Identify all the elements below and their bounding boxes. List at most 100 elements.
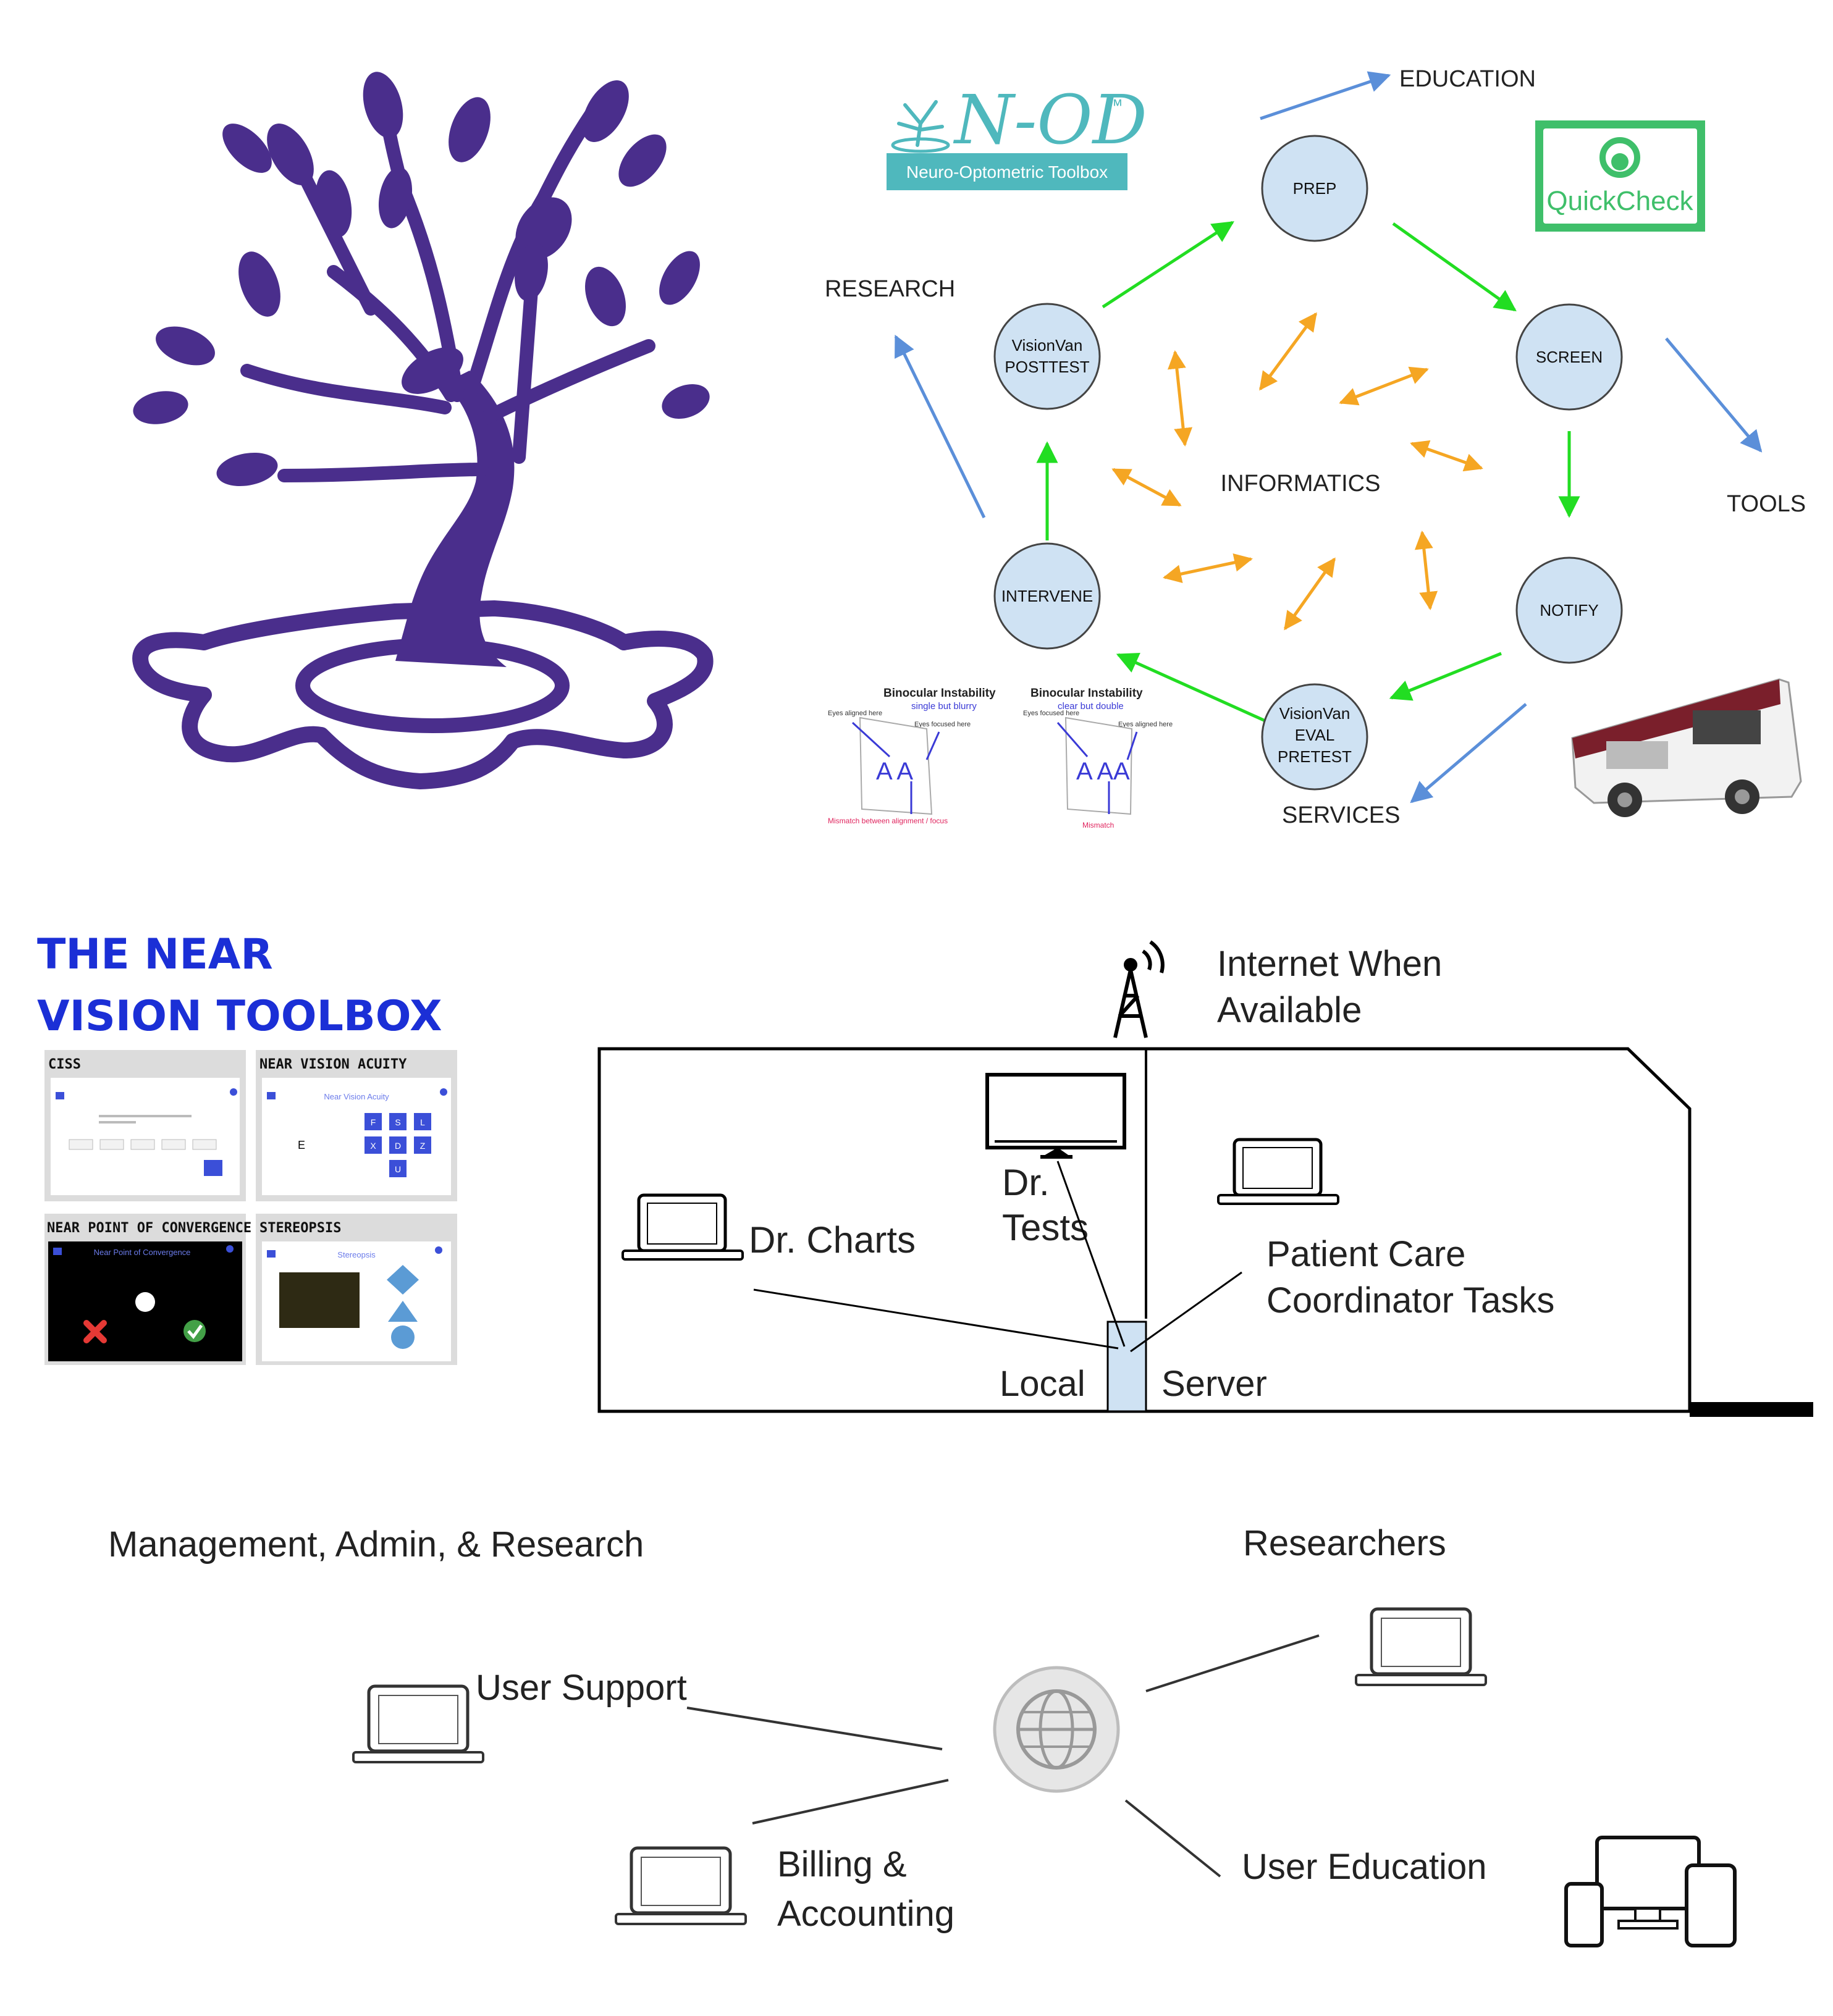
binocular-letters: A A [876, 758, 913, 785]
laptop-icon [352, 1684, 484, 1763]
node-label: PRETEST [1278, 747, 1352, 766]
nod-logo: N-OD ™ Neuro-Optometric Toolbox [887, 80, 1147, 190]
education-label: EDUCATION [1399, 66, 1536, 92]
acuity-letter-grid: F S L X D Z U [364, 1113, 431, 1177]
local-server-box [1106, 1321, 1147, 1413]
toolbox-title-line1: THE NEAR [37, 930, 273, 979]
coordinator-label: Patient Care [1266, 1234, 1465, 1274]
binocular-title: Binocular Instability [1030, 687, 1143, 700]
cycle-node-screen: SCREEN [1515, 303, 1623, 411]
binocular-left-note: Eyes focused here [1023, 710, 1079, 717]
node-label: SCREEN [1536, 348, 1603, 366]
cycle-node-intervene: INTERVENE [993, 542, 1101, 650]
gear-icon [132, 600, 714, 789]
close-icon [83, 1320, 107, 1343]
monitor-icon [985, 1073, 1126, 1159]
tile-title: STEREOPSIS [259, 1220, 341, 1236]
svg-text:U: U [395, 1164, 401, 1174]
quickcheck-name: QuickCheck [1546, 186, 1693, 216]
informatics-links [1111, 312, 1483, 631]
svg-text:S: S [395, 1117, 400, 1127]
tile-header: Stereopsis [337, 1250, 376, 1259]
tree-gear-logo [132, 72, 714, 789]
laptop-icon [622, 1193, 744, 1261]
nod-logo-name: N-OD [953, 80, 1147, 159]
outer-arrows [894, 71, 1763, 804]
van-floor-plan: Internet When Available Dr. Charts Dr. T… [597, 940, 1813, 1417]
research-label: RESEARCH [825, 276, 955, 302]
shape-options [387, 1265, 419, 1349]
near-vision-toolbox: THE NEAR VISION TOOLBOX CISS NEAR VISION… [37, 930, 457, 1365]
internet-label-line2: Available [1217, 990, 1362, 1030]
local-label: Local [1000, 1364, 1085, 1404]
cycle-flow-arrows [1036, 220, 1580, 723]
user-education-label: User Education [1242, 1847, 1487, 1887]
informatics-label: INFORMATICS [1221, 471, 1381, 497]
node-label: PREP [1293, 179, 1337, 198]
tree-leaves [133, 72, 710, 487]
laptop-icon [615, 1846, 747, 1925]
dr-charts-label: Dr. Charts [749, 1219, 916, 1261]
svg-text:D: D [395, 1141, 401, 1151]
svg-text:E: E [298, 1139, 305, 1151]
tile-title: NEAR POINT OF CONVERGENCE [47, 1220, 251, 1236]
small-tree-icon [897, 100, 944, 147]
management-label: Management, Admin, & Research [108, 1524, 644, 1564]
nod-logo-banner [887, 153, 1127, 190]
svg-text:L: L [420, 1117, 425, 1127]
node-label: VisionVan [1012, 336, 1083, 355]
tile-near-vision-acuity: NEAR VISION ACUITY Near Vision Acuity E … [256, 1050, 457, 1201]
svg-text:Z: Z [420, 1141, 426, 1151]
antenna-tower-icon [1113, 940, 1165, 1038]
internet-label: Internet When [1217, 944, 1442, 984]
server-label: Server [1161, 1364, 1267, 1404]
svg-text:X: X [370, 1141, 376, 1151]
researchers-label: Researchers [1243, 1523, 1446, 1563]
van-bumper [1690, 1402, 1813, 1417]
binocular-bottom-note: Mismatch [1082, 821, 1114, 830]
tile-title: CISS [48, 1057, 81, 1072]
services-label: SERVICES [1282, 802, 1400, 828]
server-connections [753, 1161, 1242, 1353]
billing-label-line2: Accounting [777, 1894, 954, 1934]
laptop-icon [1217, 1138, 1339, 1205]
binocular-left-note: Eyes aligned here [828, 710, 882, 717]
tile-header: Near Point of Convergence [94, 1248, 191, 1257]
coordinator-label-line2: Coordinator Tasks [1266, 1280, 1554, 1321]
tile-header: Near Vision Acuity [324, 1092, 389, 1101]
svg-text:F: F [371, 1117, 376, 1127]
binocular-subtitle: clear but double [1058, 701, 1124, 712]
informatics-cycle: PREP SCREEN NOTIFY VisionVan EVAL PRETES… [825, 66, 1806, 828]
quickcheck-icon [1599, 137, 1640, 178]
toolbox-title-line2: VISION TOOLBOX [37, 992, 442, 1041]
binocular-right-note: Eyes aligned here [1118, 721, 1173, 728]
tile-ciss: CISS [44, 1050, 246, 1201]
cycle-node-prep: PREP [1261, 135, 1368, 242]
stereogram [279, 1272, 360, 1328]
devices-icon [1564, 1836, 1737, 1947]
dr-tests-label-line2: Tests [1002, 1207, 1089, 1248]
node-label: EVAL [1295, 726, 1335, 744]
vision-van-photo [1571, 678, 1802, 817]
laptop-icon [1355, 1607, 1487, 1686]
globe-icon [993, 1666, 1120, 1793]
binocular-diagram-2: Binocular Instability clear but double E… [1023, 687, 1173, 830]
binocular-right-note: Eyes focused here [914, 721, 971, 728]
binocular-diagram-1: Binocular Instability single but blurry … [828, 687, 996, 825]
dr-tests-label: Dr. [1002, 1162, 1050, 1203]
quickcheck-logo: QuickCheck [1535, 120, 1705, 232]
van-outline [597, 1047, 1692, 1413]
node-label: NOTIFY [1540, 601, 1598, 620]
tile-near-point-of-convergence: NEAR POINT OF CONVERGENCE Near Point of … [44, 1214, 251, 1365]
nod-logo-subtitle: Neuro-Optometric Toolbox [906, 162, 1108, 182]
billing-label: Billing & [777, 1844, 907, 1884]
network-connections [686, 1634, 1320, 1878]
cycle-node-eval: VisionVan EVAL PRETEST [1261, 683, 1368, 791]
binocular-title: Binocular Instability [883, 687, 996, 700]
node-label: INTERVENE [1001, 587, 1093, 605]
nod-logo-tm: ™ [1106, 96, 1123, 115]
binocular-letters: A AA [1076, 758, 1130, 785]
tree-trunk [395, 371, 515, 667]
node-label: POSTTEST [1005, 358, 1089, 376]
tools-label: TOOLS [1727, 491, 1806, 517]
